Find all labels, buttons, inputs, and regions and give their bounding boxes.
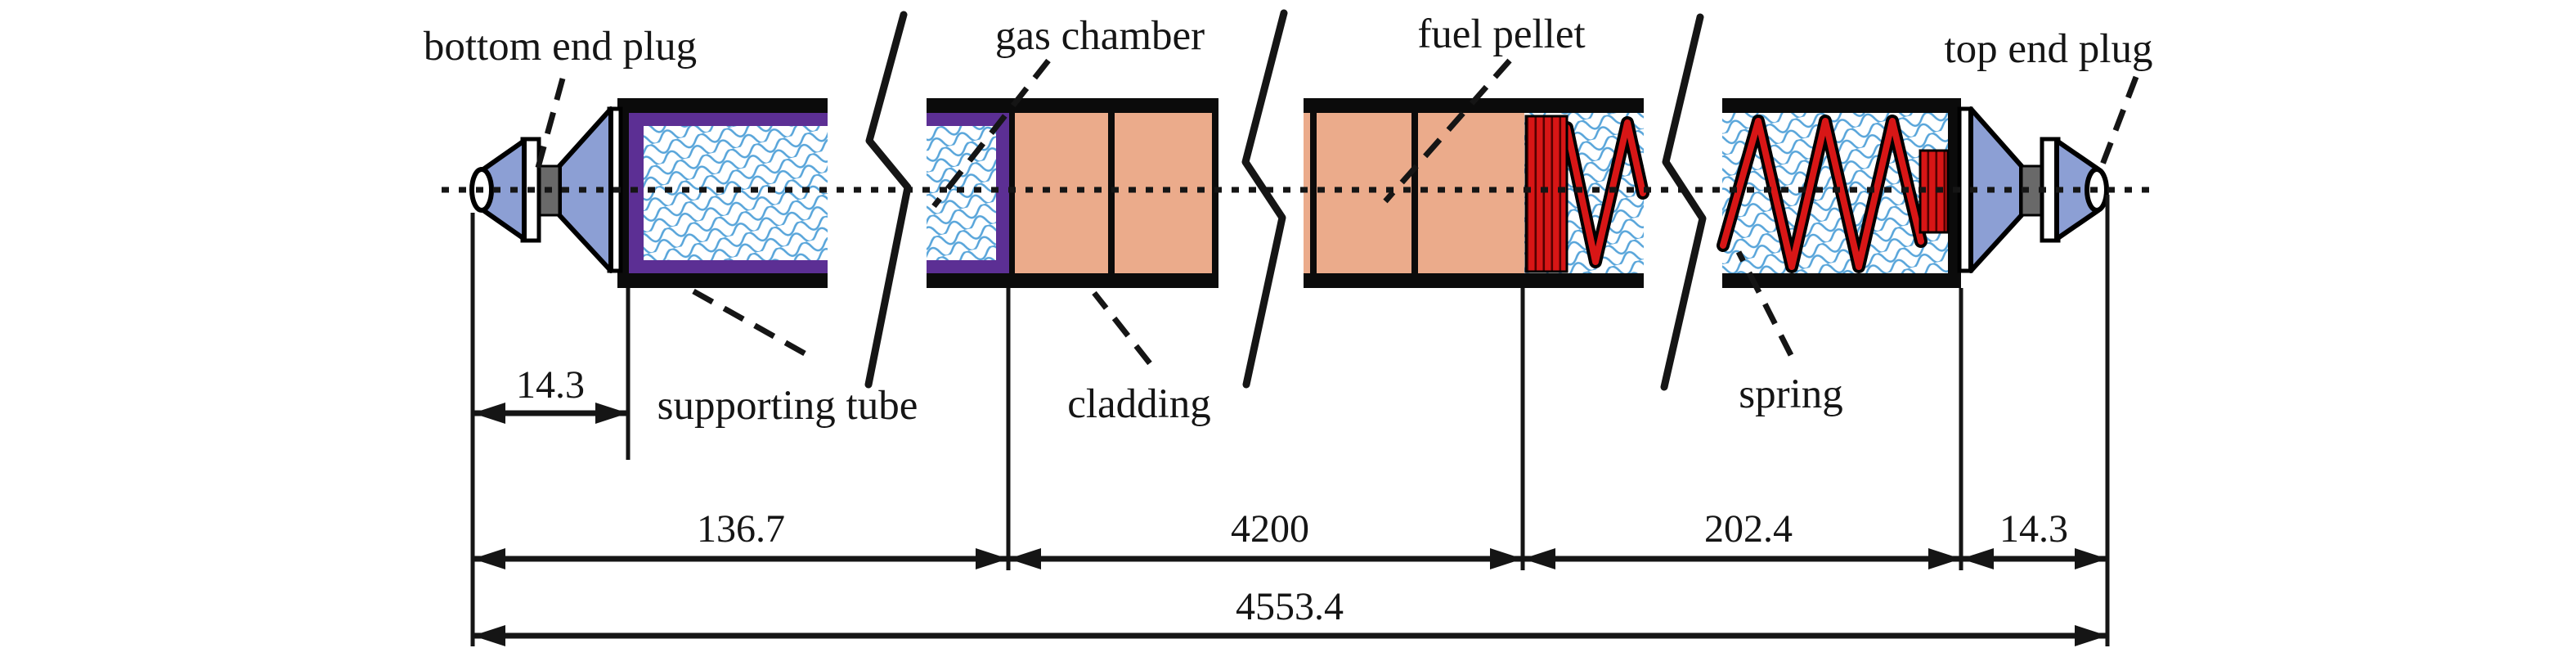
dimension-spring-section: 202.4 <box>1704 507 1793 551</box>
gas-chamber-fill-1 <box>644 126 828 260</box>
label-gas-chamber: gas chamber <box>995 13 1205 59</box>
gas-chamber-fill-2 <box>927 126 996 260</box>
component-labels: bottom end plug gas chamber fuel pellet … <box>424 11 2153 429</box>
arrowhead-left <box>473 403 505 424</box>
leader-supporting-tube <box>692 288 806 357</box>
plug-large-cone <box>1968 106 2024 273</box>
break-line-1 <box>864 11 912 389</box>
label-cladding: cladding <box>1067 381 1211 427</box>
label-fuel-pellet: fuel pellet <box>1417 11 1585 57</box>
arrowhead-right <box>2075 625 2107 646</box>
dimension-value: 4553.4 <box>1236 585 1344 628</box>
leader-bottom-end-plug <box>533 78 566 174</box>
dimension-fuel-stack: 4200 <box>1231 507 1309 551</box>
pellet-divider <box>1108 113 1115 273</box>
spring-coil <box>1720 118 1924 270</box>
leader-fuel-pellet <box>1383 58 1512 204</box>
gas-chamber-section <box>927 98 1218 288</box>
arrowhead <box>1928 548 1961 569</box>
leader-cladding <box>1092 290 1152 366</box>
arrowhead-left <box>473 625 505 646</box>
leader-top-end-plug <box>2095 75 2139 177</box>
leader-lines <box>533 58 2139 366</box>
dimension-row-main: 136.7 4200 202.4 14.3 <box>473 507 2107 569</box>
dimension-top-plug: 14.3 <box>1999 507 2068 551</box>
break-line-3 <box>1660 13 1707 391</box>
arrowhead <box>1008 548 1041 569</box>
break-line-2 <box>1241 9 1288 389</box>
leader-gas-chamber <box>931 58 1051 209</box>
spring-section <box>1717 98 1961 288</box>
supporting-tube-section <box>617 98 828 288</box>
arrowhead <box>1523 548 1555 569</box>
dimension-total: 4553.4 <box>473 585 2107 646</box>
pellet-divider <box>1310 113 1317 273</box>
label-top-end-plug: top end plug <box>1945 26 2153 72</box>
dimension-gas-chamber: 136.7 <box>697 507 785 551</box>
extension-lines <box>470 195 2110 646</box>
label-spring: spring <box>1739 371 1843 417</box>
spring-compressed-coils <box>1524 115 1568 273</box>
arrowhead <box>976 548 1008 569</box>
arrowhead <box>2075 548 2107 569</box>
arrowhead <box>1490 548 1523 569</box>
leader-spring <box>1735 250 1794 357</box>
pellet-divider <box>1411 113 1418 273</box>
top-end-plug <box>1957 106 2109 273</box>
fuel-pellet-section <box>1304 98 1649 288</box>
label-supporting-tube: supporting tube <box>657 383 918 429</box>
arrowhead-right <box>595 403 628 424</box>
arrowhead <box>473 548 505 569</box>
dimension-bottom-plug: 14.3 <box>473 363 628 424</box>
label-bottom-end-plug: bottom end plug <box>424 24 697 70</box>
arrowhead <box>1961 548 1994 569</box>
dimension-value: 14.3 <box>516 363 585 407</box>
break-marks <box>864 9 1707 391</box>
